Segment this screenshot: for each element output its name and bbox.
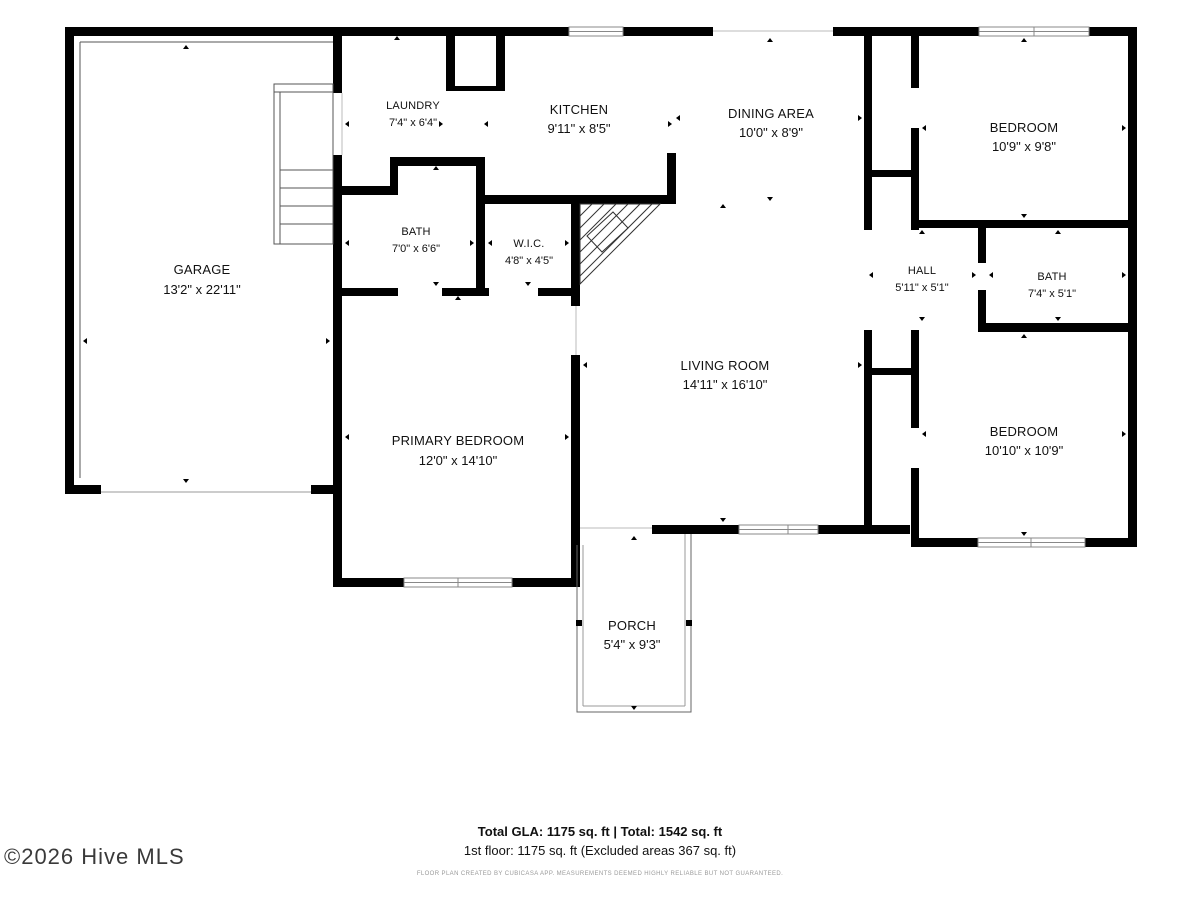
closet-column-wall-right-bottom-a: [911, 330, 919, 428]
house-wall-top-c: [833, 27, 979, 36]
bath-right-name: BATH: [1037, 271, 1066, 283]
hall-dims: 5'11" x 5'1": [895, 282, 948, 294]
kitchen-dims: 9'11" x 8'5": [547, 121, 610, 136]
dimension-ticks: [83, 36, 1126, 710]
bath-right-dims: 7'4" x 5'1": [1028, 288, 1076, 300]
bath-wall-bottom-c: [538, 288, 580, 296]
chase-wall-bottom: [446, 86, 505, 91]
living-wall-bottom-a: [652, 525, 739, 534]
bath-right-wall-left-top: [978, 220, 986, 263]
bath-wall-bottom-b: [442, 288, 489, 296]
chase-wall-left: [446, 36, 455, 90]
bath-right-wall-left-bottom: [978, 290, 986, 332]
closet-shelf-bottom: [864, 368, 919, 375]
living-name: LIVING ROOM: [681, 358, 770, 373]
living-stairs: [579, 203, 662, 286]
closet-shelf-top: [864, 170, 919, 177]
porch-posts: [576, 620, 692, 626]
house-wall-right: [1128, 27, 1137, 547]
kitchen-wall-right: [667, 153, 676, 204]
thin-lines: [79, 30, 833, 713]
bath-wall-bottom-a: [342, 288, 398, 296]
bedroom-bottom-wall-bottom-b: [1085, 538, 1137, 547]
laundry-wall-bottom-a: [342, 186, 398, 195]
bedroom-top-wall-bottom: [911, 220, 1137, 228]
total-area-summary: Total GLA: 1175 sq. ft | Total: 1542 sq.…: [477, 824, 723, 839]
laundry-dims: 7'4" x 6'4": [389, 117, 437, 129]
bath-left-dims: 7'0" x 6'6": [392, 243, 440, 255]
hall-name: HALL: [908, 265, 936, 277]
wic-wall-right: [571, 195, 580, 295]
laundry-name: LAUNDRY: [386, 100, 440, 112]
primary-bedroom-name: PRIMARY BEDROOM: [392, 433, 525, 448]
garage-wall-bottom-left: [65, 485, 101, 494]
bath-right-wall-bottom: [978, 323, 1137, 332]
bath-wic-wall: [476, 157, 485, 295]
porch-name: PORCH: [608, 618, 656, 633]
garage-dims: 13'2" x 22'11": [163, 282, 241, 297]
living-wall-porch-left: [571, 525, 580, 545]
bedroom-top-name: BEDROOM: [990, 120, 1059, 135]
primary-wall-right-top: [571, 288, 580, 306]
bedroom-top-dims: 10'9" x 9'8": [992, 139, 1056, 154]
porch-dims: 5'4" x 9'3": [604, 637, 661, 652]
garage-wall-bottom-right: [311, 485, 342, 494]
floor-area-summary: 1st floor: 1175 sq. ft (Excluded areas 3…: [463, 843, 737, 858]
windows: [403, 26, 1090, 588]
primary-bedroom-dims: 12'0" x 14'10": [419, 453, 498, 468]
closet-column-wall-right-bottom-b: [911, 468, 919, 547]
dining-name: DINING AREA: [728, 106, 814, 121]
garage-house-wall-lower: [333, 155, 342, 587]
closet-column-wall-left-top: [864, 36, 872, 230]
bath-left-name: BATH: [401, 226, 430, 238]
bedroom-bottom-wall-bottom-a: [911, 538, 978, 547]
wic-dims: 4'8" x 4'5": [505, 255, 553, 267]
laundry-wall-bottom-b: [390, 157, 484, 166]
floorplan-disclaimer: FLOOR PLAN CREATED BY CUBICASA APP. MEAS…: [416, 871, 784, 877]
chase-wall-right: [496, 36, 505, 90]
garage-wall-top: [65, 27, 342, 36]
garage-name: GARAGE: [174, 262, 231, 277]
bedroom-bottom-name: BEDROOM: [990, 424, 1059, 439]
dining-dims: 10'0" x 8'9": [739, 125, 803, 140]
primary-wall-bottom-a: [333, 578, 404, 587]
walls: [65, 27, 1137, 587]
wic-name: W.I.C.: [513, 238, 544, 250]
closet-column-wall-right-mid: [911, 128, 919, 230]
copyright-watermark: ©2026 Hive MLS: [4, 844, 185, 869]
living-dims: 14'11" x 16'10": [683, 377, 768, 392]
primary-wall-right-lower: [571, 355, 580, 587]
garage-stairs: [273, 83, 334, 245]
kitchen-name: KITCHEN: [550, 102, 608, 117]
closet-column-wall-left-bottom: [864, 330, 872, 534]
bedroom-bottom-dims: 10'10" x 10'9": [985, 443, 1064, 458]
garage-wall-left: [65, 27, 74, 494]
closet-column-wall-right-top: [911, 36, 919, 88]
house-wall-top-d: [1089, 27, 1137, 36]
laundry-wall-step: [390, 157, 398, 195]
house-wall-top-a: [333, 27, 569, 36]
house-wall-top-b: [623, 27, 713, 36]
garage-house-wall-upper: [333, 27, 342, 93]
primary-wall-bottom-b: [512, 578, 580, 587]
room-labels: GARAGE 13'2" x 22'11" LAUNDRY 7'4" x 6'4…: [163, 100, 1076, 652]
